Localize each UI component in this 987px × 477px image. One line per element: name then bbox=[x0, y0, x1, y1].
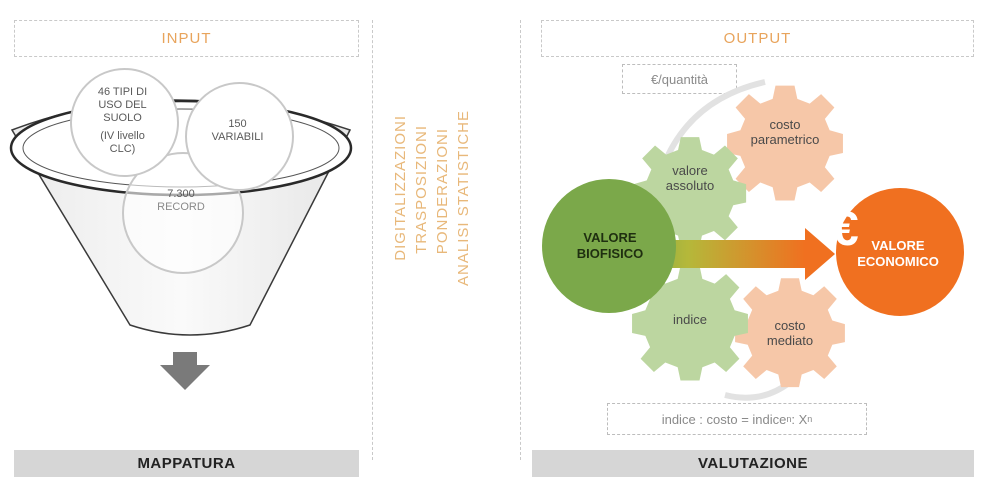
down-arrow-icon bbox=[160, 352, 210, 390]
input-label-box: INPUT bbox=[14, 20, 359, 57]
circle-record-text: 7.300 RECORD bbox=[157, 188, 205, 213]
process-line-1: DIGITALIZZAZIONI bbox=[392, 115, 409, 261]
output-label-box: OUTPUT bbox=[541, 20, 974, 57]
unit-box: €/quantità bbox=[622, 64, 737, 94]
gear-costo-mediato-label: costo mediato bbox=[766, 318, 814, 348]
process-line-2: TRASPOSIZIONI bbox=[413, 125, 430, 254]
valutazione-footer: VALUTAZIONE bbox=[532, 450, 974, 477]
circle-tipi-text: 46 TIPI DI USO DEL SUOLO (IV livello CLC… bbox=[97, 86, 148, 155]
output-label: OUTPUT bbox=[723, 30, 792, 47]
circle-variabili-text: 150 VARIABILI bbox=[211, 118, 264, 143]
process-line-4: ANALISI STATISTICHE bbox=[455, 110, 472, 286]
gear-costo-parametrico-label: costo parametrico bbox=[750, 117, 820, 147]
circle-tipi-uso-suolo bbox=[70, 68, 179, 177]
divider-right bbox=[520, 20, 521, 460]
circle-valore-economico bbox=[836, 188, 964, 316]
process-line-3: PONDERAZIONI bbox=[434, 128, 451, 255]
valutazione-diagram bbox=[542, 79, 964, 401]
input-label: INPUT bbox=[161, 30, 212, 47]
circle-valore-biofisico bbox=[542, 179, 676, 313]
divider-left bbox=[372, 20, 373, 460]
valore-biofisico-label: VALORE BIOFISICO bbox=[576, 230, 644, 261]
euro-icon: € bbox=[832, 203, 859, 256]
gear-valore-assoluto-label: valore assoluto bbox=[665, 163, 715, 193]
value-arrow-head bbox=[805, 228, 835, 280]
valore-economico-label: VALORE ECONOMICO bbox=[857, 238, 939, 269]
gear-indice-label: indice bbox=[673, 312, 707, 327]
mappatura-footer: MAPPATURA bbox=[14, 450, 359, 477]
circle-variabili bbox=[185, 82, 294, 191]
